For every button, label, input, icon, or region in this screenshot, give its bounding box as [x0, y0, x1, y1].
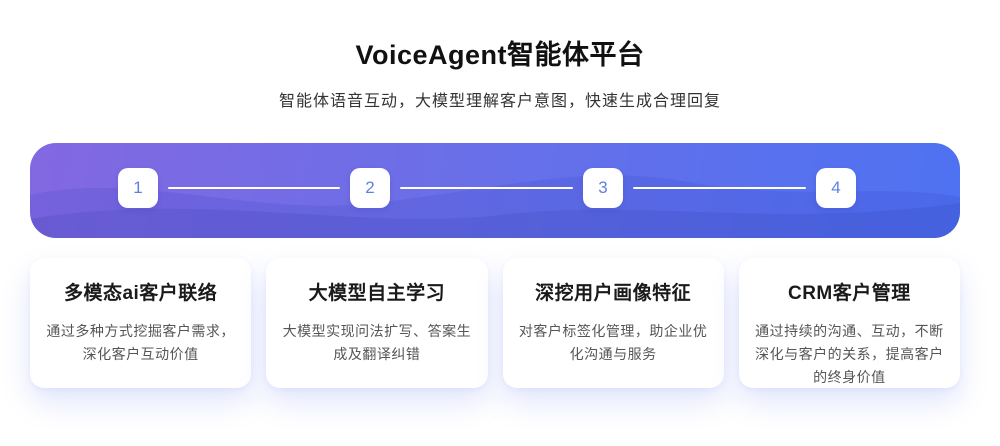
step-connector-line — [633, 187, 806, 189]
page-subtitle: 智能体语音互动，大模型理解客户意图，快速生成合理回复 — [278, 93, 721, 110]
step-banner: 1 2 3 4 — [30, 143, 960, 238]
step-number: 3 — [598, 178, 608, 197]
step-badge-3: 3 — [583, 168, 623, 208]
step-number: 1 — [133, 178, 143, 197]
page-title: VoiceAgent智能体平台 — [355, 40, 645, 70]
feature-card-user-profiling: 深挖用户画像特征 对客户标签化管理，助企业优化沟通与服务 — [502, 258, 724, 388]
step-connector-line — [400, 187, 573, 189]
card-title: 深挖用户画像特征 — [535, 283, 692, 304]
step-connector-line — [168, 187, 340, 189]
card-description: 通过多种方式挖掘客户需求，深化客户互动价值 — [46, 323, 235, 363]
step-badge-1: 1 — [118, 168, 158, 208]
feature-card-llm-self-learning: 大模型自主学习 大模型实现问法扩写、答案生成及翻译纠错 — [266, 258, 488, 388]
card-description: 通过持续的沟通、互动，不断深化与客户的关系，提高客户的终身价值 — [755, 323, 944, 386]
step-number: 4 — [831, 178, 841, 197]
card-description: 对客户标签化管理，助企业优化沟通与服务 — [518, 323, 708, 363]
feature-cards-row: 多模态ai客户联络 通过多种方式挖掘客户需求，深化客户互动价值 大模型自主学习 … — [30, 258, 960, 388]
step-badge-4: 4 — [816, 168, 856, 208]
feature-card-crm-management: CRM客户管理 通过持续的沟通、互动，不断深化与客户的关系，提高客户的终身价值 — [738, 258, 960, 388]
step-badge-2: 2 — [350, 168, 390, 208]
card-description: 大模型实现问法扩写、答案生成及翻译纠错 — [282, 323, 472, 363]
wave-decoration — [30, 175, 960, 238]
card-title: 大模型自主学习 — [308, 283, 446, 304]
step-number: 2 — [365, 178, 375, 197]
card-title: 多模态ai客户联络 — [63, 283, 218, 304]
feature-card-multimodal-contact: 多模态ai客户联络 通过多种方式挖掘客户需求，深化客户互动价值 — [30, 258, 252, 388]
card-title: CRM客户管理 — [787, 283, 911, 304]
